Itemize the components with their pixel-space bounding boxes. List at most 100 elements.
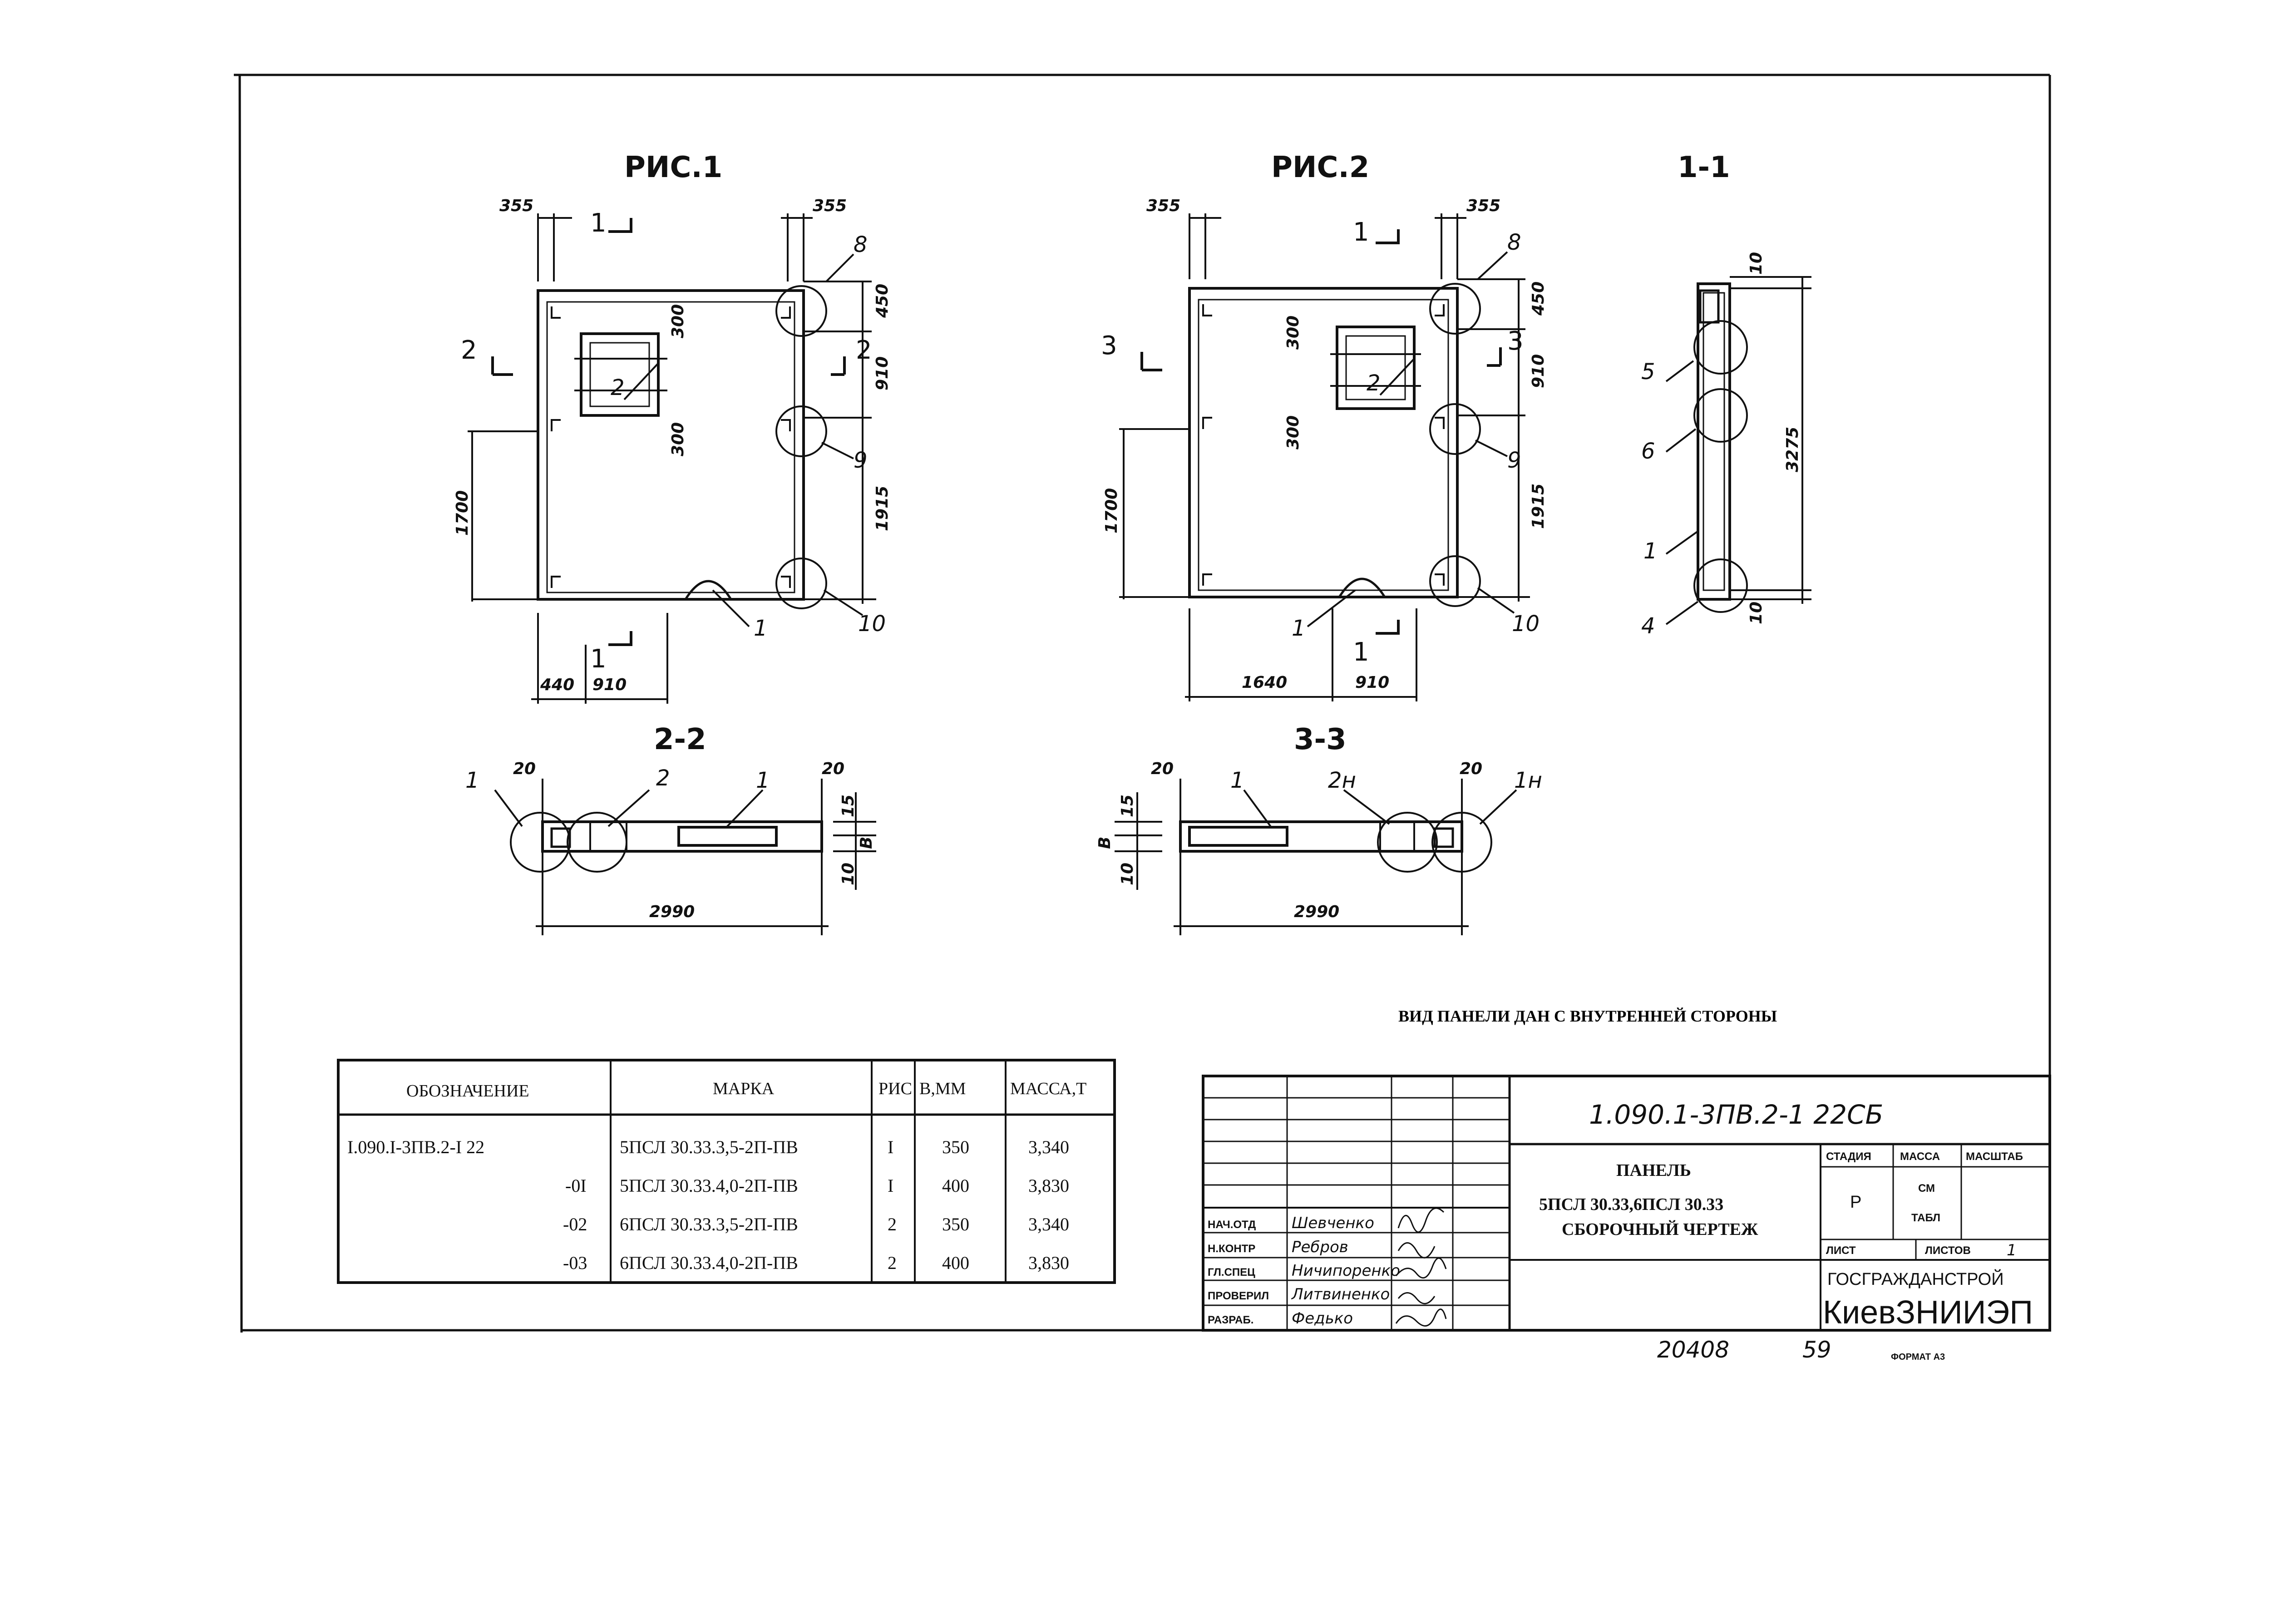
tb-name-2: Ничипоренко [1292, 1262, 1400, 1280]
spec-row-0-b: 350 [942, 1137, 969, 1157]
spec-row-3-mark: 6ПСЛ 30.33.4,0-2П-ПВ [620, 1253, 798, 1273]
tb-sheet-label: ЛИСТ [1826, 1244, 1856, 1257]
title-block [1202, 1075, 2051, 1332]
svg-text:5: 5 [1641, 359, 1655, 385]
tb-mass-label: МАССА [1900, 1150, 1940, 1163]
sec11-outline [1697, 282, 1731, 601]
svg-text:1н: 1н [1514, 768, 1542, 793]
svg-text:2990: 2990 [1294, 903, 1339, 921]
sec22-title: 2-2 [654, 723, 706, 756]
svg-text:1: 1 [1292, 616, 1306, 641]
fig1-panel-outline [537, 289, 805, 601]
spec-table-text: ОБОЗНАЧЕНИЕ МАРКА РИС В,ММ МАССА,Т I.090… [347, 1079, 1086, 1273]
spec-header-mark: МАРКА [713, 1079, 775, 1098]
fig1-detail-circle-9 [775, 405, 827, 457]
spec-row-2-mass: 3,340 [1028, 1214, 1069, 1234]
svg-text:В: В [857, 837, 876, 849]
sec11-title: 1-1 [1678, 151, 1730, 184]
spec-header-b: В,ММ [919, 1079, 966, 1098]
fig2-title: РИС.2 [1271, 151, 1369, 184]
tb-document-code: 1.090.1-3ПВ.2-1 22СБ [1589, 1099, 1883, 1130]
svg-text:1915: 1915 [1529, 484, 1548, 529]
fig1-clip-tl [551, 306, 561, 319]
svg-text:6: 6 [1641, 439, 1655, 464]
svg-text:910: 910 [592, 676, 627, 694]
spec-row-1-designation: -0I [565, 1175, 587, 1196]
svg-text:300: 300 [669, 304, 687, 338]
spec-row-2-mark: 6ПСЛ 30.33.3,5-2П-ПВ [620, 1214, 798, 1234]
fig2-detail-circle-9 [1429, 403, 1481, 455]
tb-org-line2: КиевЗНИИЭП [1823, 1294, 2033, 1331]
svg-text:20: 20 [1151, 760, 1174, 778]
fig1-lifting-loop [684, 580, 732, 600]
inventory-number: 20408 [1657, 1337, 1729, 1363]
spec-row-1-mark: 5ПСЛ 30.33.4,0-2П-ПВ [620, 1175, 798, 1196]
tb-name-line3: СБОРОЧНЫЙ ЧЕРТЕЖ [1562, 1220, 1758, 1239]
sec33-title: 3-3 [1294, 723, 1347, 756]
tb-name-0: Шевченко [1292, 1214, 1374, 1232]
spec-header-fig: РИС [878, 1079, 912, 1098]
tb-role-3: ПРОВЕРИЛ [1208, 1290, 1269, 1302]
fig1-detail-circle-8 [775, 285, 827, 337]
svg-text:10: 10 [858, 611, 886, 637]
tb-role-4: РАЗРАБ. [1208, 1314, 1253, 1326]
fig1-title: РИС.1 [624, 151, 722, 184]
svg-text:8: 8 [1507, 230, 1521, 255]
tb-sheets-label: ЛИСТОВ [1925, 1244, 1971, 1257]
svg-text:910: 910 [1529, 354, 1548, 388]
fig1-panel-inner [546, 301, 795, 593]
figure-1 [468, 213, 876, 704]
sec11-circle-6 [1693, 388, 1748, 443]
spec-row-2-b: 350 [942, 1214, 969, 1234]
spec-header-designation: ОБОЗНАЧЕНИЕ [406, 1081, 529, 1101]
tb-scale-label: МАСШТАБ [1966, 1150, 2023, 1163]
fig1-clip-tr [781, 306, 791, 319]
svg-text:1: 1 [1230, 768, 1244, 793]
svg-text:300: 300 [1284, 316, 1303, 350]
svg-text:2: 2 [1367, 370, 1381, 396]
tb-sheets-value: 1 [2007, 1241, 2017, 1259]
format-label: ФОРМАТ А3 [1891, 1352, 1945, 1362]
signatures [1395, 1207, 1447, 1327]
spec-row-0-designation: I.090.I-3ПВ.2-I 22 [347, 1137, 484, 1157]
tb-name-line2: 5ПСЛ 30.33,6ПСЛ 30.33 [1539, 1195, 1723, 1214]
tb-name-4: Федько [1292, 1309, 1353, 1328]
svg-text:1: 1 [590, 644, 607, 674]
svg-text:300: 300 [1284, 415, 1303, 449]
svg-text:910: 910 [1355, 673, 1389, 692]
spec-row-3-fig: 2 [888, 1253, 897, 1273]
spec-table [337, 1059, 1116, 1284]
svg-text:2: 2 [656, 765, 670, 791]
svg-text:2990: 2990 [649, 903, 695, 921]
svg-text:355: 355 [1466, 197, 1500, 215]
svg-text:355: 355 [1146, 197, 1180, 215]
svg-text:9: 9 [854, 448, 868, 473]
section-3-3 [1115, 779, 1517, 935]
svg-text:2: 2 [856, 336, 872, 365]
tb-name-1: Ребров [1292, 1238, 1348, 1256]
svg-text:355: 355 [813, 197, 847, 215]
svg-text:1: 1 [590, 208, 607, 238]
section-1-1 [1665, 276, 1811, 625]
svg-text:440: 440 [540, 676, 574, 694]
svg-text:10: 10 [1747, 252, 1766, 275]
svg-text:1640: 1640 [1242, 673, 1287, 692]
fig1-clip-bl [551, 576, 561, 588]
section-3-3-labels: 3-3 20 20 15 В 10 2990 1 2н 1н [1096, 723, 1542, 921]
tb-stage-label: СТАДИЯ [1826, 1150, 1871, 1163]
tb-role-1: Н.КОНТР [1208, 1243, 1255, 1255]
spec-row-3-b: 400 [942, 1253, 969, 1273]
svg-text:300: 300 [669, 422, 687, 456]
sec11-circle-4 [1693, 558, 1748, 613]
svg-text:20: 20 [822, 760, 844, 778]
section-1-1-labels: 1-1 10 3275 10 5 6 1 4 [1641, 151, 1802, 639]
footer: 20408 59 ФОРМАТ А3 [1657, 1337, 1945, 1363]
svg-text:10: 10 [839, 863, 858, 885]
svg-text:2н: 2н [1328, 768, 1356, 793]
fig2-window-frame [1336, 326, 1416, 410]
section-2-2 [494, 779, 876, 935]
svg-text:1: 1 [1643, 538, 1658, 564]
svg-text:9: 9 [1507, 448, 1521, 473]
sec22-circle-1 [510, 812, 571, 873]
svg-text:20: 20 [513, 760, 536, 778]
